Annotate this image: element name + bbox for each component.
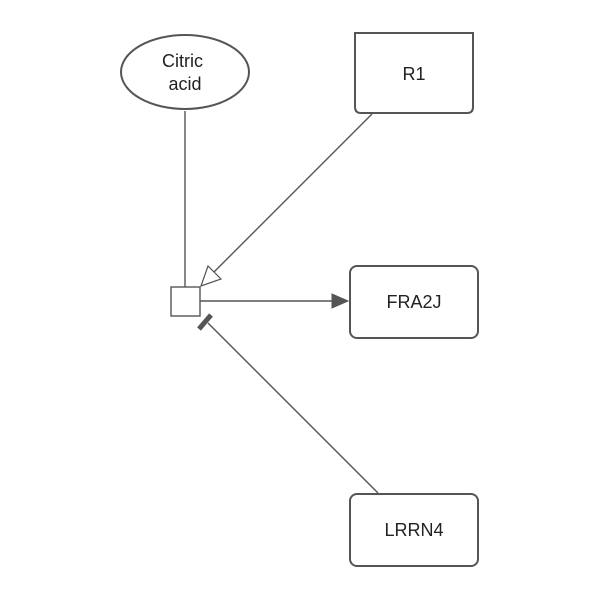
r1-shape bbox=[354, 32, 474, 114]
fra2j-label: FRA2J bbox=[386, 292, 441, 312]
inhibition-bar bbox=[197, 313, 213, 331]
r1-label: R1 bbox=[402, 64, 425, 84]
production-arrowhead bbox=[331, 293, 350, 309]
fra2j-shape bbox=[349, 265, 479, 339]
lrrn4-shape bbox=[349, 493, 479, 567]
citric-acid-label: Citric acid bbox=[162, 51, 208, 94]
node-citric-acid[interactable]: Citric acid bbox=[120, 34, 250, 110]
edge-lrrn4-to-process bbox=[207, 322, 379, 494]
catalysis-arrowhead bbox=[200, 264, 223, 287]
citric-acid-label-line-2: acid bbox=[168, 74, 201, 94]
node-r1[interactable]: R1 bbox=[354, 32, 474, 114]
process-node[interactable] bbox=[170, 286, 201, 317]
edge-r1-to-process bbox=[213, 113, 373, 273]
node-fra2j[interactable]: FRA2J bbox=[349, 265, 479, 339]
node-lrrn4[interactable]: LRRN4 bbox=[349, 493, 479, 567]
citric-acid-shape bbox=[120, 34, 250, 110]
citric-acid-label-line-1: Citric bbox=[162, 51, 203, 71]
lrrn4-label: LRRN4 bbox=[384, 520, 443, 540]
